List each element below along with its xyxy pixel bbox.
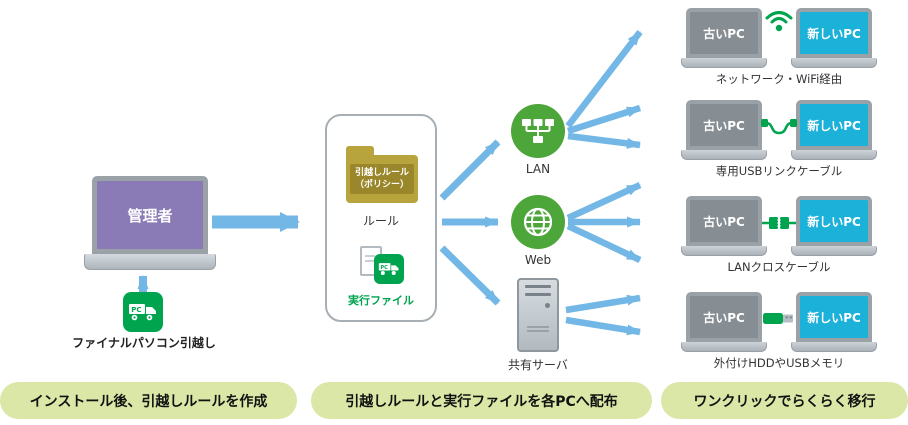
laptop-keyboard [681, 150, 767, 160]
arrow-web-row3a [566, 182, 642, 221]
arrow-lan-row2 [567, 104, 641, 135]
policy-folder-label: 引越しルール （ポリシー） [349, 163, 414, 195]
laptop-keyboard [791, 342, 877, 352]
web-label: Web [524, 253, 552, 267]
pc-pair-row-wifi: 古いPC 新しいPC ネットワーク・WiFi経由 [681, 8, 877, 88]
step-banner-1: インストール後、引越しルールを作成 [0, 382, 297, 419]
old-pc-label: 古いPC [703, 118, 745, 133]
policy-container: 引越しルール （ポリシー） ルール PC 実行ファイル [325, 114, 437, 322]
transfer-method-label: LANクロスケーブル [727, 260, 831, 274]
usb-link-cable-icon [760, 115, 798, 145]
lan-icon [511, 104, 565, 158]
new-pc-laptop: 新しいPC [791, 100, 877, 160]
step-banner-3: ワンクリックでらくらく移行 [661, 382, 908, 419]
admin-screen: 管理者 [92, 176, 208, 254]
server-label: 共有サーバ [508, 358, 568, 372]
old-pc-laptop: 古いPC [681, 292, 767, 352]
step-banner-2: 引越しルールと実行ファイルを各PCへ配布 [311, 382, 652, 419]
laptop-keyboard [681, 58, 767, 68]
laptop-keyboard [791, 58, 877, 68]
folder-body: 引越しルール （ポリシー） [346, 155, 418, 203]
server-slot [525, 293, 551, 296]
lan-label: LAN [525, 162, 551, 176]
new-pc-label: 新しいPC [807, 310, 861, 325]
old-pc-laptop: 古いPC [681, 100, 767, 160]
pc-pair-row-lan-cross: 古いPC 新しいPC LANクロスケーブル [681, 196, 877, 276]
new-pc-label: 新しいPC [807, 26, 861, 41]
server-slot [525, 285, 551, 288]
transfer-method-label: 専用USBリンクケーブル [715, 164, 843, 178]
truck-badge-icon: PC [374, 254, 404, 284]
laptop-keyboard [681, 342, 767, 352]
arrow-to-server [439, 245, 501, 306]
migration-app-icon: PC [123, 292, 163, 332]
old-pc-laptop: 古いPC [681, 196, 767, 256]
laptop-keyboard [681, 246, 767, 256]
server-power-dot [545, 303, 550, 308]
new-pc-laptop: 新しいPC [791, 196, 877, 256]
admin-screen-label: 管理者 [127, 206, 173, 225]
pc-pair-row-usb-memory: 古いPC 新しいPC 外付けHDDやUSBメモリ [681, 292, 877, 372]
policy-folder-icon: 引越しルール （ポリシー） [346, 146, 418, 203]
new-pc-laptop: 新しいPC [791, 8, 877, 68]
old-pc-label: 古いPC [703, 214, 745, 229]
new-pc-laptop: 新しいPC [791, 292, 877, 352]
svg-text:PC: PC [131, 306, 141, 314]
laptop-keyboard [84, 254, 216, 270]
pc-pair-row-usb-link: 古いPC 新しいPC 専用USBリンクケーブル [681, 100, 877, 180]
migration-app-name: ファイナルパソコン引越し [72, 336, 216, 350]
arrow-server-row4a [565, 294, 641, 314]
arrow-to-lan [439, 139, 501, 201]
new-pc-label: 新しいPC [807, 118, 861, 133]
exe-file-label: 実行ファイル [348, 294, 414, 307]
lan-cross-cable-icon [760, 212, 798, 238]
wifi-icon [762, 10, 796, 40]
old-pc-label: 古いPC [703, 310, 745, 325]
svg-text:PC: PC [380, 265, 388, 271]
web-icon [511, 195, 565, 249]
shared-server-icon [517, 278, 559, 352]
arrow-server-row4 [565, 316, 641, 336]
old-pc-laptop: 古いPC [681, 8, 767, 68]
transfer-method-label: 外付けHDDやUSBメモリ [713, 356, 845, 370]
exe-file-icon: PC [360, 246, 406, 286]
server-vents [527, 324, 549, 332]
admin-laptop: 管理者 [84, 176, 216, 270]
laptop-keyboard [791, 246, 877, 256]
laptop-keyboard [791, 150, 877, 160]
arrow-web-row3b [566, 223, 642, 263]
usb-memory-icon [761, 309, 797, 331]
old-pc-label: 古いPC [703, 26, 745, 41]
transfer-method-label: ネットワーク・WiFi経由 [715, 72, 843, 86]
folder-tab [346, 146, 374, 155]
truck-icon: PC [129, 304, 156, 321]
rule-caption: ルール [362, 214, 399, 228]
arrow-lan-row1 [565, 30, 643, 128]
new-pc-label: 新しいPC [807, 214, 861, 229]
arrow-lan-row2b [567, 132, 641, 149]
